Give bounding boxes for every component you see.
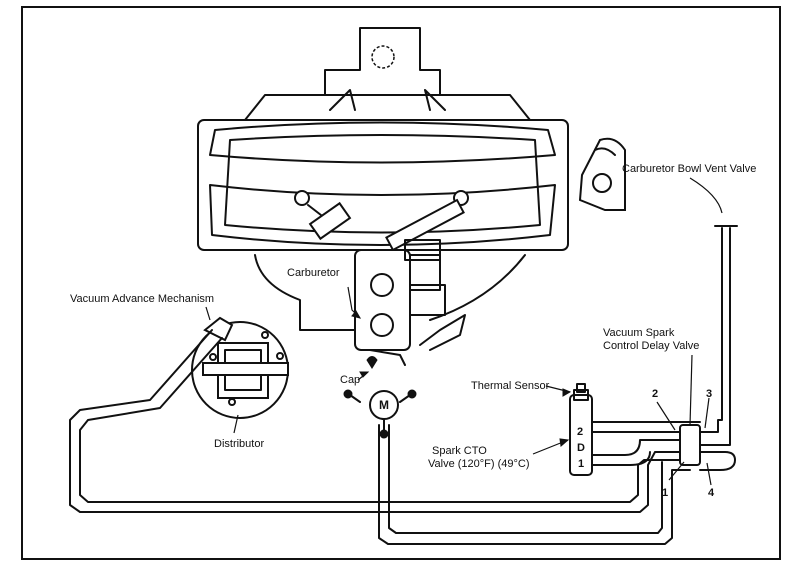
manifold-hose [378,424,691,545]
label-cap: Cap [340,374,361,386]
manifold-vacuum-source [343,389,417,439]
port-number-1: 1 [662,487,669,499]
bowl-vent-valve [578,137,626,211]
distributor [191,316,289,419]
label-carburetor: Carburetor [287,267,340,279]
label-spark-delay-2: Control Delay Valve [603,340,700,352]
port-number-3: 3 [706,388,713,400]
carburetor-body [254,239,526,369]
label-spark-cto-1: Spark CTO [432,445,487,457]
frame-border [21,6,781,560]
port-number-4: 4 [708,487,715,499]
cto-port-d: D [577,442,585,454]
label-distributor: Distributor [214,438,265,450]
manifold-marker: M [379,398,389,412]
label-spark-cto-2: Valve (120°F) (49°C) [428,458,530,470]
label-vacuum-advance: Vacuum Advance Mechanism [70,293,215,305]
air-cleaner [197,27,569,251]
spark-delay-valve [679,225,738,471]
label-spark-delay-1: Vacuum Spark [603,327,675,339]
spark-cto-valve [569,383,701,476]
label-bowl-vent: Carburetor Bowl Vent Valve [622,163,757,175]
throttle-linkage [294,190,469,252]
cto-port-2: 2 [577,426,584,438]
port-number-2: 2 [652,388,659,400]
leader-lines [205,177,723,486]
cto-port-1: 1 [578,458,585,470]
label-thermal-sensor: Thermal Sensor [471,380,550,392]
